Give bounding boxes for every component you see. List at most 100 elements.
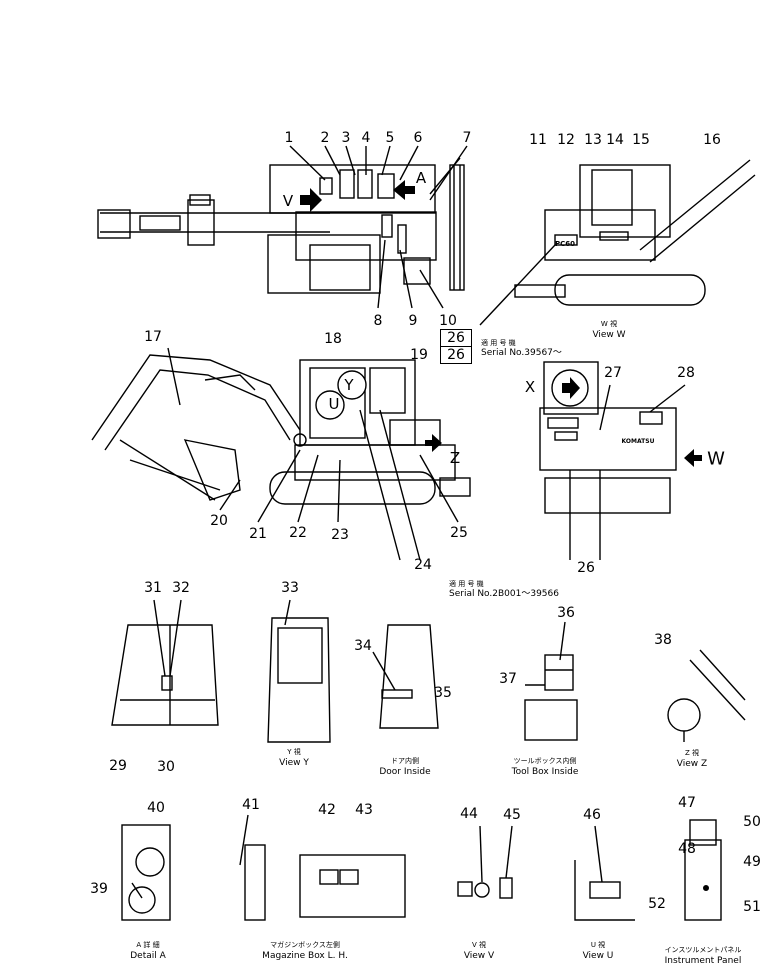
caption-door-jp: ドア内側 [391, 757, 419, 765]
caption-view-y-en: View Y [279, 758, 309, 768]
callout-13: 13 [584, 132, 602, 148]
caption-toolbox-jp: ツールボックス内側 [513, 757, 577, 765]
caption-panel-en: Instrument Panel [664, 956, 742, 966]
callout-5: 5 [385, 130, 395, 146]
callout-40: 40 [147, 800, 165, 816]
view-letter-x: X [524, 378, 536, 396]
callout-11: 11 [529, 132, 547, 148]
brand-marking: KOMATSU [621, 438, 655, 445]
callout-43: 43 [355, 802, 373, 818]
caption-view-z-jp: Z 視 [684, 749, 700, 757]
callout-33: 33 [281, 580, 299, 596]
callout-32: 32 [172, 580, 190, 596]
callout-38: 38 [654, 632, 672, 648]
serial-note-lower: 適 用 号 機 Serial No.2B001～39566 [449, 579, 559, 599]
callout-41: 41 [242, 797, 260, 813]
caption-view-y: Y 視 View Y [279, 747, 309, 769]
caption-tool-box: ツールボックス内側 Tool Box Inside [512, 756, 579, 778]
callout-25: 25 [450, 525, 468, 541]
callout-8: 8 [373, 313, 383, 329]
callout-36: 36 [557, 605, 575, 621]
callout-6: 6 [413, 130, 423, 146]
caption-detail-a: A 詳 細 Detail A [130, 940, 166, 962]
serial-lower-jp: 適 用 号 機 [449, 580, 484, 588]
callout-12: 12 [557, 132, 575, 148]
bottom-detail-views [121, 814, 722, 921]
caption-view-v-en: View V [463, 951, 495, 961]
callout-52: 52 [648, 896, 666, 912]
caption-view-u-jp: U 視 [590, 941, 606, 949]
callout-26-rear: 26 [577, 560, 595, 576]
serial-note-upper: 適 用 号 機 Serial No.39567～ [481, 338, 562, 358]
caption-view-y-jp: Y 視 [287, 748, 301, 756]
callout-48: 48 [678, 841, 696, 857]
top-view-machine [97, 157, 465, 294]
caption-view-v-jp: V 視 [471, 941, 486, 949]
callout-24: 24 [414, 557, 432, 573]
caption-view-v: V 視 View V [464, 940, 494, 962]
callout-3: 3 [341, 130, 351, 146]
callout-29: 29 [109, 758, 127, 774]
caption-instrument-panel: インスツルメントパネル Instrument Panel [665, 945, 742, 967]
caption-view-w-en: View W [592, 330, 626, 340]
caption-view-u-en: View U [582, 951, 614, 961]
callout-14: 14 [606, 132, 624, 148]
callout-31: 31 [144, 580, 162, 596]
callout-23: 23 [331, 527, 349, 543]
callout-27: 27 [604, 365, 622, 381]
view-letter-a: A [415, 169, 427, 187]
view-letter-z: Z [449, 449, 461, 467]
callout-49: 49 [743, 854, 761, 870]
callout-4: 4 [361, 130, 371, 146]
callout-21: 21 [249, 526, 267, 542]
caption-view-w: W 視 View W [592, 319, 625, 341]
serial-upper: Serial No.39567～ [481, 348, 562, 358]
callout-17: 17 [144, 329, 162, 345]
view-letter-u: U [328, 395, 340, 413]
callout-35: 35 [434, 685, 452, 701]
callout-50: 50 [743, 814, 761, 830]
caption-magazine-en: Magazine Box L. H. [262, 951, 348, 961]
rear-view-x [539, 361, 702, 560]
callout-22: 22 [289, 525, 307, 541]
leader-lines [131, 145, 686, 899]
caption-door-en: Door Inside [379, 767, 431, 777]
view-letter-y: Y [344, 376, 354, 394]
callout-42: 42 [318, 802, 336, 818]
callout-7: 7 [462, 130, 472, 146]
callout-39: 39 [90, 881, 108, 897]
callout-9: 9 [408, 313, 418, 329]
callout-30: 30 [157, 759, 175, 775]
caption-view-u: U 視 View U [583, 940, 614, 962]
callout-16: 16 [703, 132, 721, 148]
main-side-view [91, 354, 471, 561]
callout-26-box-top: 26 [440, 329, 472, 347]
callout-19: 19 [410, 347, 428, 363]
callout-34: 34 [354, 638, 372, 654]
caption-view-z-en: View Z [676, 759, 708, 769]
caption-view-z: Z 視 View Z [677, 748, 707, 770]
view-w-machine [479, 159, 756, 326]
caption-magazine-box: マガジンボックス左側 Magazine Box L. H. [262, 940, 348, 962]
callout-44: 44 [460, 806, 478, 822]
serial-lower: Serial No.2B001～39566 [449, 589, 559, 599]
serial-upper-jp: 適 用 号 機 [481, 339, 516, 347]
view-letter-v: V [282, 192, 294, 210]
callout-2: 2 [320, 130, 330, 146]
caption-door-inside: ドア内側 Door Inside [379, 756, 430, 778]
callout-46: 46 [583, 807, 601, 823]
callout-37: 37 [499, 671, 517, 687]
caption-toolbox-en: Tool Box Inside [511, 767, 579, 777]
caption-panel-jp: インスツルメントパネル [664, 946, 742, 954]
caption-detail-a-en: Detail A [130, 951, 166, 961]
caption-detail-a-jp: A 詳 細 [136, 941, 160, 949]
callout-20: 20 [210, 513, 228, 529]
cab-detail-views [111, 617, 746, 743]
callout-26-box-bottom: 26 [440, 346, 472, 364]
callout-15: 15 [632, 132, 650, 148]
callout-28: 28 [677, 365, 695, 381]
callout-51: 51 [743, 899, 761, 915]
model-marking: PC60 [554, 240, 576, 248]
